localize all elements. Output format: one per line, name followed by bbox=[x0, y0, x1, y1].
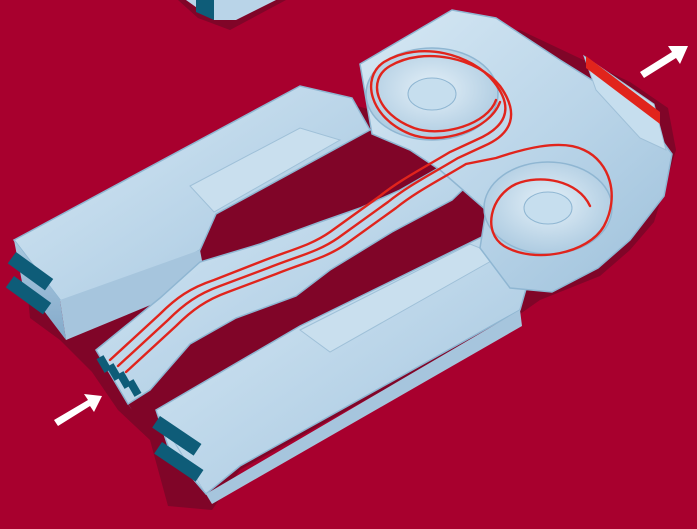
microfluidic-device-illustration bbox=[0, 0, 697, 529]
